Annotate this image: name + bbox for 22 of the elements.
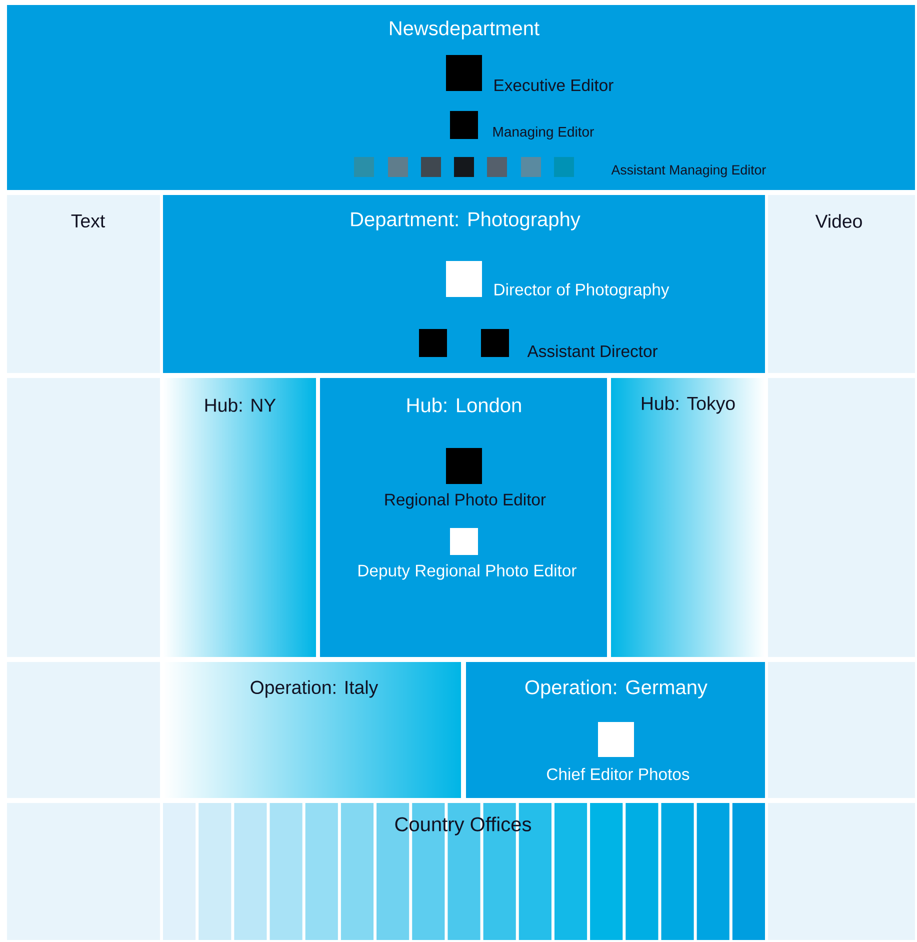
department-band bbox=[7, 5, 915, 190]
box-heading: Newsdepartment bbox=[390, 20, 540, 40]
box-heading: Department: Photography bbox=[351, 212, 580, 230]
role-label: Director of Photography bbox=[494, 283, 670, 299]
role-label: Regional Photo Editor bbox=[385, 493, 546, 509]
box-heading: Operation: Germany bbox=[525, 680, 708, 698]
role-label: Executive Editor bbox=[494, 78, 614, 92]
box-heading: Operation: Italy bbox=[250, 680, 378, 698]
offices-box bbox=[163, 803, 765, 940]
hub-box bbox=[320, 378, 607, 657]
box-heading: Hub: Tokyo bbox=[642, 396, 735, 414]
box-heading: Hub: NY bbox=[205, 398, 276, 412]
role-label: Assistant Managing Editor bbox=[611, 164, 766, 178]
box-heading: Hub: London bbox=[407, 398, 521, 412]
role-label: Managing Editor bbox=[493, 126, 594, 140]
box-heading: Text bbox=[71, 214, 105, 228]
role-label: Deputy Regional Photo Editor bbox=[358, 564, 576, 580]
department-box bbox=[163, 195, 765, 373]
role-label: Assistant Director bbox=[527, 344, 658, 358]
box-heading: Video bbox=[815, 214, 862, 228]
operation-box bbox=[466, 662, 765, 798]
role-label: Chief Editor Photos bbox=[547, 768, 690, 780]
